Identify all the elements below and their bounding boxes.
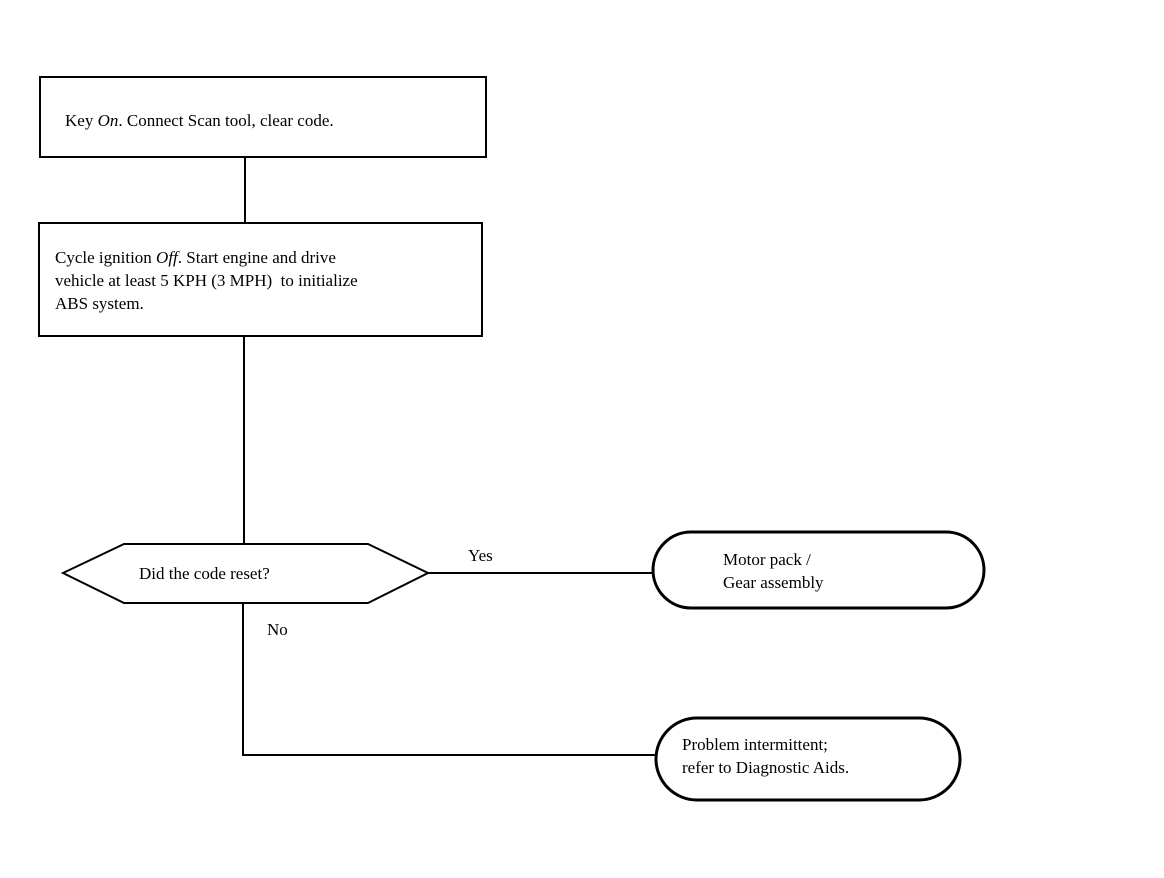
step2-box: [38, 222, 483, 337]
outcome-yes-terminal: [651, 530, 986, 610]
step2-line2: vehicle at least 5 KPH (3 MPH) to initia…: [55, 271, 358, 290]
outcome-no-terminal: [654, 716, 962, 802]
yes-label: Yes: [468, 546, 493, 565]
step2-line1-after: . Start engine and drive: [177, 248, 336, 267]
outcome-yes-line1: Motor pack /: [723, 550, 811, 569]
decision-question: Did the code reset?: [139, 564, 270, 583]
step2-line3: ABS system.: [55, 294, 144, 313]
step2-line1-italic: Off: [156, 248, 178, 267]
outcome-no-line2: refer to Diagnostic Aids.: [682, 758, 850, 777]
no-label: No: [267, 620, 288, 639]
step2-line1-before: Cycle ignition: [55, 248, 157, 267]
outcome-yes-text: Motor pack / Gear assembly: [723, 548, 824, 594]
step1-text-before: Key: [65, 111, 98, 130]
step1-text-after: . Connect Scan tool, clear code.: [118, 111, 334, 130]
no-connector: [242, 603, 657, 756]
outcome-no-text: Problem intermittent; refer to Diagnosti…: [682, 733, 849, 779]
step1-text-italic: On: [97, 111, 119, 130]
step1-box: [39, 76, 487, 158]
outcome-no-line1: Problem intermittent;: [682, 735, 828, 754]
step1-text: Key On. Connect Scan tool, clear code.: [65, 109, 334, 132]
step2-text: Cycle ignition Off. Start engine and dri…: [55, 246, 358, 315]
outcome-yes-line2: Gear assembly: [723, 573, 824, 592]
step2-line1: Cycle ignition Off. Start engine and dri…: [55, 246, 358, 269]
